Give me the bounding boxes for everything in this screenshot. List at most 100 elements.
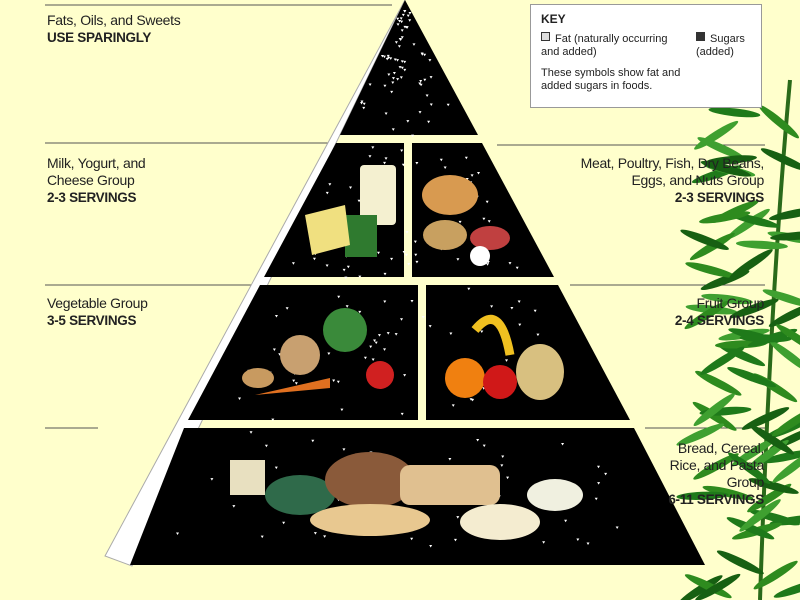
sugar-symbol <box>327 352 331 355</box>
sugar-symbol <box>358 310 362 314</box>
sugar-symbol <box>282 521 286 525</box>
potato <box>242 368 274 388</box>
label-meat: Meat, Poultry, Fish, Dry Beans, Eggs, an… <box>580 155 765 205</box>
sugar-symbol <box>471 398 475 402</box>
sugar-symbol <box>451 404 455 407</box>
food-illustrations <box>230 165 583 540</box>
sugar-symbol <box>586 542 590 545</box>
sugar-symbol <box>391 81 395 84</box>
sugar-symbol <box>400 60 404 63</box>
bamboo-leaf <box>769 340 800 373</box>
sugar-symbol <box>368 155 372 158</box>
sugar-symbol <box>397 45 401 48</box>
sugar-symbol <box>383 272 387 276</box>
sugar-symbol <box>427 120 431 124</box>
sugar-symbol <box>464 156 468 160</box>
sugar-symbol <box>390 257 394 261</box>
sugar-symbol <box>363 356 367 360</box>
sugar-symbol <box>384 112 388 115</box>
sugar-symbol <box>323 535 327 538</box>
key-legend: KEY Fat (naturally occurring and added) … <box>530 4 762 108</box>
bamboo-leaf <box>753 560 798 590</box>
bamboo-leaf <box>684 300 729 330</box>
sugar-symbol <box>285 307 289 310</box>
bamboo-leaf <box>739 334 792 343</box>
sugar-symbol <box>328 183 332 186</box>
sugar-symbol <box>360 100 364 104</box>
banana <box>471 315 515 356</box>
bamboo-leaf <box>702 485 754 500</box>
sugar-symbol <box>358 275 362 279</box>
sugar-symbol <box>325 191 329 195</box>
sugar-symbol <box>410 300 414 303</box>
bamboo-leaf <box>708 107 761 118</box>
bamboo-leaf <box>726 208 770 240</box>
bread <box>400 465 500 505</box>
sugar-symbol <box>425 94 429 97</box>
bamboo-stem <box>758 79 792 600</box>
sugar-symbol <box>505 359 509 362</box>
nuts <box>423 220 467 250</box>
key-fat: Fat (naturally occurring and added) <box>541 33 668 58</box>
bamboo-leaf <box>680 229 729 250</box>
bamboo-leaf <box>692 401 737 431</box>
sugar-symbol <box>418 111 422 114</box>
sugar-symbol <box>403 68 407 72</box>
bamboo-foliage <box>676 79 800 600</box>
sugar-symbol <box>576 538 580 541</box>
sugar-symbol <box>470 174 474 177</box>
sugar-symbol <box>387 73 391 77</box>
sugar-symbol <box>403 60 407 64</box>
bamboo-leaf <box>695 370 742 396</box>
cabbage <box>280 335 320 375</box>
bamboo-leaf <box>776 324 800 354</box>
sugar-symbol <box>342 268 346 272</box>
sugar-symbol <box>508 262 512 265</box>
bamboo-leaf <box>735 240 788 250</box>
sugar-symbol <box>594 497 598 501</box>
sugar-symbol <box>405 231 409 234</box>
sugar-symbol <box>404 26 408 29</box>
pyramid-side-face <box>104 0 406 567</box>
sugar-symbol <box>453 538 457 542</box>
sugar-symbol <box>337 295 341 299</box>
sugar-symbol <box>413 240 417 244</box>
sugar-symbol <box>403 374 407 377</box>
sugar-symbol <box>400 149 404 152</box>
sugar-symbol <box>312 257 316 261</box>
sugar-symbol <box>400 66 404 70</box>
sugar-symbol <box>264 444 268 448</box>
sugar-symbol <box>371 146 375 149</box>
sugar-symbol <box>423 78 427 82</box>
sugar-symbol <box>232 505 236 508</box>
grapes <box>516 344 564 400</box>
sugar-symbol <box>210 478 214 481</box>
sugar-symbol <box>382 55 386 59</box>
sugar-symbol <box>561 443 565 446</box>
sugar-symbol <box>415 260 419 264</box>
sugar-symbol <box>429 76 433 79</box>
bamboo-leaf <box>727 367 776 388</box>
sugar-symbol <box>385 57 389 61</box>
sugar-symbol <box>408 12 412 15</box>
sugar-symbol <box>368 83 372 87</box>
sugar-symbol <box>467 287 471 291</box>
tomato <box>366 361 394 389</box>
sugar-symbol <box>448 457 452 461</box>
sugar-symbol <box>501 455 505 458</box>
key-note: These symbols show fat and added sugars … <box>541 67 681 92</box>
sugar-symbol <box>238 397 242 400</box>
sugar-symbol <box>369 345 373 349</box>
sugar-symbol <box>345 305 349 308</box>
sugar-symbol <box>396 78 400 81</box>
sugar-symbol <box>396 23 400 26</box>
sugar-symbol <box>400 29 404 32</box>
sugar-symbol <box>362 102 366 106</box>
bamboo-leaf <box>768 207 800 221</box>
sugar-symbol <box>423 53 427 57</box>
sugar-symbol <box>421 316 425 319</box>
sugar-symbol <box>500 464 504 467</box>
bamboo-leaf <box>760 148 800 172</box>
sugar-symbol <box>393 58 397 62</box>
